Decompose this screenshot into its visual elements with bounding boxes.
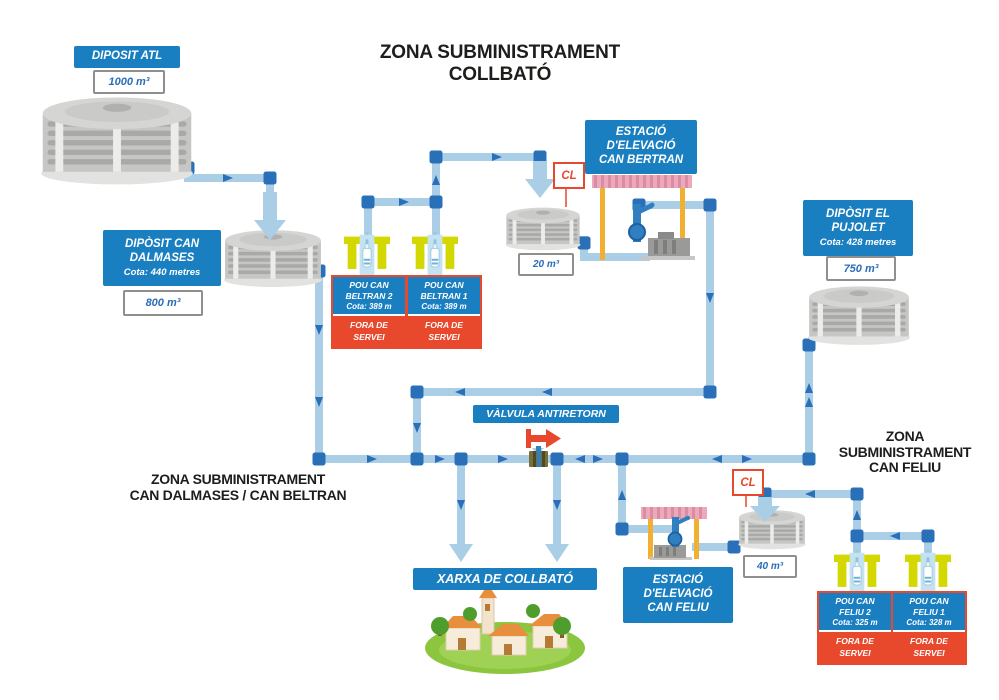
well-name: POU CAN [424, 280, 464, 290]
pump-station-bertran [592, 175, 695, 260]
well-name: POU CAN [349, 280, 389, 290]
well-name-block: POU CAN FELIU 2 Cota: 325 m [819, 593, 891, 631]
well-cota: Cota: 325 m [832, 618, 878, 628]
title-line-1: ZONA SUBMINISTRAMENT [379, 42, 621, 63]
volume-bertran-tank: 20 m³ [518, 253, 574, 276]
flow-arrow-large [254, 161, 780, 562]
well-icon-feliu-2 [834, 550, 880, 597]
label-text: VÀLVULA ANTIRETORN [486, 408, 606, 420]
label-valvula-antiretorn: VÀLVULA ANTIRETORN [473, 405, 619, 423]
pipe-branches-xarxa [457, 459, 561, 545]
tank-illustration-atl [41, 97, 193, 185]
tank-illustration-dalmases [224, 230, 322, 287]
zone-text-can-feliu: ZONA SUBMINISTRAMENT CAN FELIU [833, 428, 977, 476]
label-diposit-pujolet: DIPÒSIT EL PUJOLET Cota: 428 metres [803, 200, 913, 256]
zone-line: ZONA [885, 428, 925, 444]
label-text: DIPÒSIT EL [826, 208, 890, 220]
well-name-block: POU CAN FELIU 1 Cota: 328 m [893, 593, 965, 631]
label-estacio-feliu: ESTACIÓ D'ELEVACIÓ CAN FELIU [623, 567, 733, 623]
well-icon-beltran-1 [412, 232, 458, 279]
well-label-pou-beltran-2: POU CAN BELTRAN 2 Cota: 389 m FORA DE SE… [331, 275, 407, 349]
volume-feliu-tank: 40 m³ [743, 555, 797, 578]
zone-line: SUBMINISTRAMENT [838, 443, 972, 460]
well-name: POU CAN [909, 596, 949, 606]
label-diposit-atl: DIPOSIT ATL [74, 46, 180, 68]
label-diposit-dalmases: DIPÒSIT CAN DALMASES Cota: 440 metres [103, 230, 221, 286]
volume-pujolet: 750 m³ [826, 256, 896, 281]
inline-valve [529, 446, 548, 467]
zone-line: ZONA SUBMINISTRAMENT [151, 471, 325, 487]
well-cota: Cota: 389 m [346, 302, 392, 312]
flow-direction-arrows [223, 153, 900, 540]
pipe-atl-to-dalmases [184, 165, 274, 198]
well-name: BELTRAN 2 [345, 291, 393, 302]
status-badge: FORA DE SERVEI [819, 632, 891, 663]
well-name: FELIU 2 [839, 607, 871, 618]
well-label-pou-feliu-1: POU CAN FELIU 1 Cota: 328 m FORA DE SERV… [891, 591, 967, 665]
label-text: CAN FELIU [647, 601, 709, 614]
well-cota: Cota: 328 m [906, 618, 952, 628]
chlorination-box-feliu: CL [732, 469, 764, 496]
well-icon-feliu-1 [905, 550, 951, 597]
label-text: DIPOSIT ATL [91, 50, 163, 63]
label-text: ESTACIÓ [615, 126, 667, 139]
status-text: SERVEI [353, 331, 385, 342]
well-name: FELIU 1 [913, 607, 945, 618]
label-text: XARXA DE COLLBATÓ [436, 572, 574, 586]
label-text: PUJOLET [831, 221, 885, 234]
label-text: ESTACIÓ [652, 574, 704, 587]
label-text: D'ELEVACIÓ [606, 140, 676, 153]
label-estacio-bertran: ESTACIÓ D'ELEVACIÓ CAN BERTRAN [585, 120, 697, 174]
status-text: FORA DE [425, 320, 463, 331]
tank-illustration-pujolet [808, 286, 910, 345]
pump-station-feliu [641, 507, 707, 560]
well-name: BELTRAN 1 [420, 291, 468, 302]
well-cota: Cota: 389 m [421, 302, 467, 312]
well-icon-beltran-2 [344, 232, 390, 279]
label-text: D'ELEVACIÓ [643, 588, 713, 601]
status-text: SERVEI [913, 647, 945, 658]
tank-illustration-bertran-20m3 [505, 207, 581, 251]
label-cota: Cota: 440 metres [123, 266, 201, 278]
label-text: DIPÒSIT CAN [124, 238, 200, 250]
zone-line: CAN DALMASES / CAN BELTRAN [129, 486, 347, 503]
well-name-block: POU CAN BELTRAN 1 Cota: 389 m [408, 277, 480, 315]
volume-atl: 1000 m³ [93, 70, 165, 94]
village-illustration [425, 584, 585, 674]
label-text: DALMASES [129, 251, 195, 264]
zone-text-dalmases-beltran: ZONA SUBMINISTRAMENT CAN DALMASES / CAN … [118, 471, 358, 503]
status-text: FORA DE [350, 320, 388, 331]
status-text: FORA DE [910, 636, 948, 647]
status-text: FORA DE [836, 636, 874, 647]
title-line-2: COLLBATÓ [448, 63, 552, 85]
status-badge: FORA DE SERVEI [408, 316, 480, 347]
well-name-block: POU CAN BELTRAN 2 Cota: 389 m [333, 277, 405, 315]
status-text: SERVEI [428, 331, 460, 342]
status-text: SERVEI [839, 647, 871, 658]
label-text: CAN BERTRAN [598, 153, 684, 166]
chlorination-box-bertran: CL [553, 162, 585, 189]
diagram-title: ZONA SUBMINISTRAMENT COLLBATÓ [300, 42, 700, 86]
status-badge: FORA DE SERVEI [893, 632, 965, 663]
well-label-pou-feliu-2: POU CAN FELIU 2 Cota: 325 m FORA DE SERV… [817, 591, 893, 665]
tank-illustration-feliu-40m3 [738, 510, 806, 550]
well-label-pou-beltran-1: POU CAN BELTRAN 1 Cota: 389 m FORA DE SE… [406, 275, 482, 349]
status-badge: FORA DE SERVEI [333, 316, 405, 347]
well-name: POU CAN [835, 596, 875, 606]
label-xarxa-collbato: XARXA DE COLLBATÓ [413, 568, 597, 590]
volume-dalmases: 800 m³ [123, 290, 203, 316]
label-cota: Cota: 428 metres [819, 236, 897, 248]
zone-line: CAN FELIU [869, 459, 941, 476]
